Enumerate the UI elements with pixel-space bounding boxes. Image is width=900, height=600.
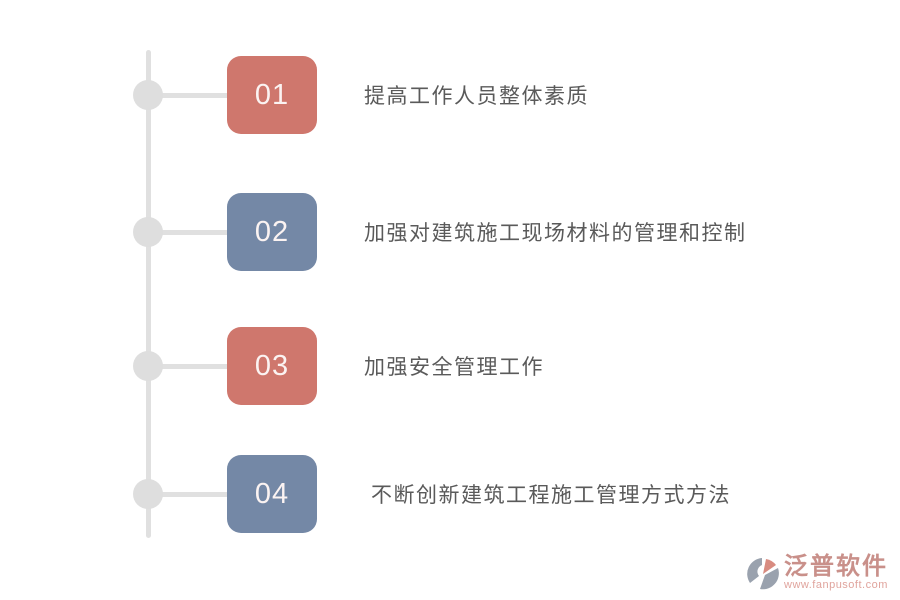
step-number-box: 01 — [227, 56, 317, 134]
connector-line — [148, 230, 228, 235]
watermark-text: 泛普软件 www.fanpusoft.com — [784, 554, 888, 591]
step-number: 01 — [254, 78, 290, 111]
step-number-box: 02 — [227, 193, 317, 271]
connector-line — [148, 364, 228, 369]
timeline-item-1: 01 提高工作人员整体素质 — [0, 55, 900, 135]
watermark: 泛普软件 www.fanpusoft.com — [746, 554, 888, 592]
watermark-brand: 泛普软件 — [784, 553, 888, 580]
fanpu-logo-icon — [747, 558, 779, 590]
step-label: 加强安全管理工作 — [364, 356, 544, 379]
timeline-item-2: 02 加强对建筑施工现场材料的管理和控制 — [0, 192, 900, 272]
watermark-url: www.fanpusoft.com — [784, 579, 888, 592]
step-label: 不断创新建筑工程施工管理方式方法 — [371, 484, 731, 507]
step-label: 加强对建筑施工现场材料的管理和控制 — [364, 222, 747, 245]
step-number: 04 — [254, 477, 290, 510]
step-number-box: 03 — [227, 327, 317, 405]
timeline-item-3: 03 加强安全管理工作 — [0, 326, 900, 406]
connector-line — [148, 93, 228, 98]
step-number: 03 — [254, 349, 290, 382]
timeline-node — [133, 217, 163, 247]
timeline-node — [133, 80, 163, 110]
timeline-spine — [146, 50, 151, 538]
connector-line — [148, 492, 228, 497]
step-label: 提高工作人员整体素质 — [364, 85, 589, 108]
step-number-box: 04 — [227, 455, 317, 533]
timeline-item-4: 04 不断创新建筑工程施工管理方式方法 — [0, 454, 900, 534]
timeline-node — [133, 351, 163, 381]
step-number: 02 — [254, 215, 290, 248]
timeline-node — [133, 479, 163, 509]
